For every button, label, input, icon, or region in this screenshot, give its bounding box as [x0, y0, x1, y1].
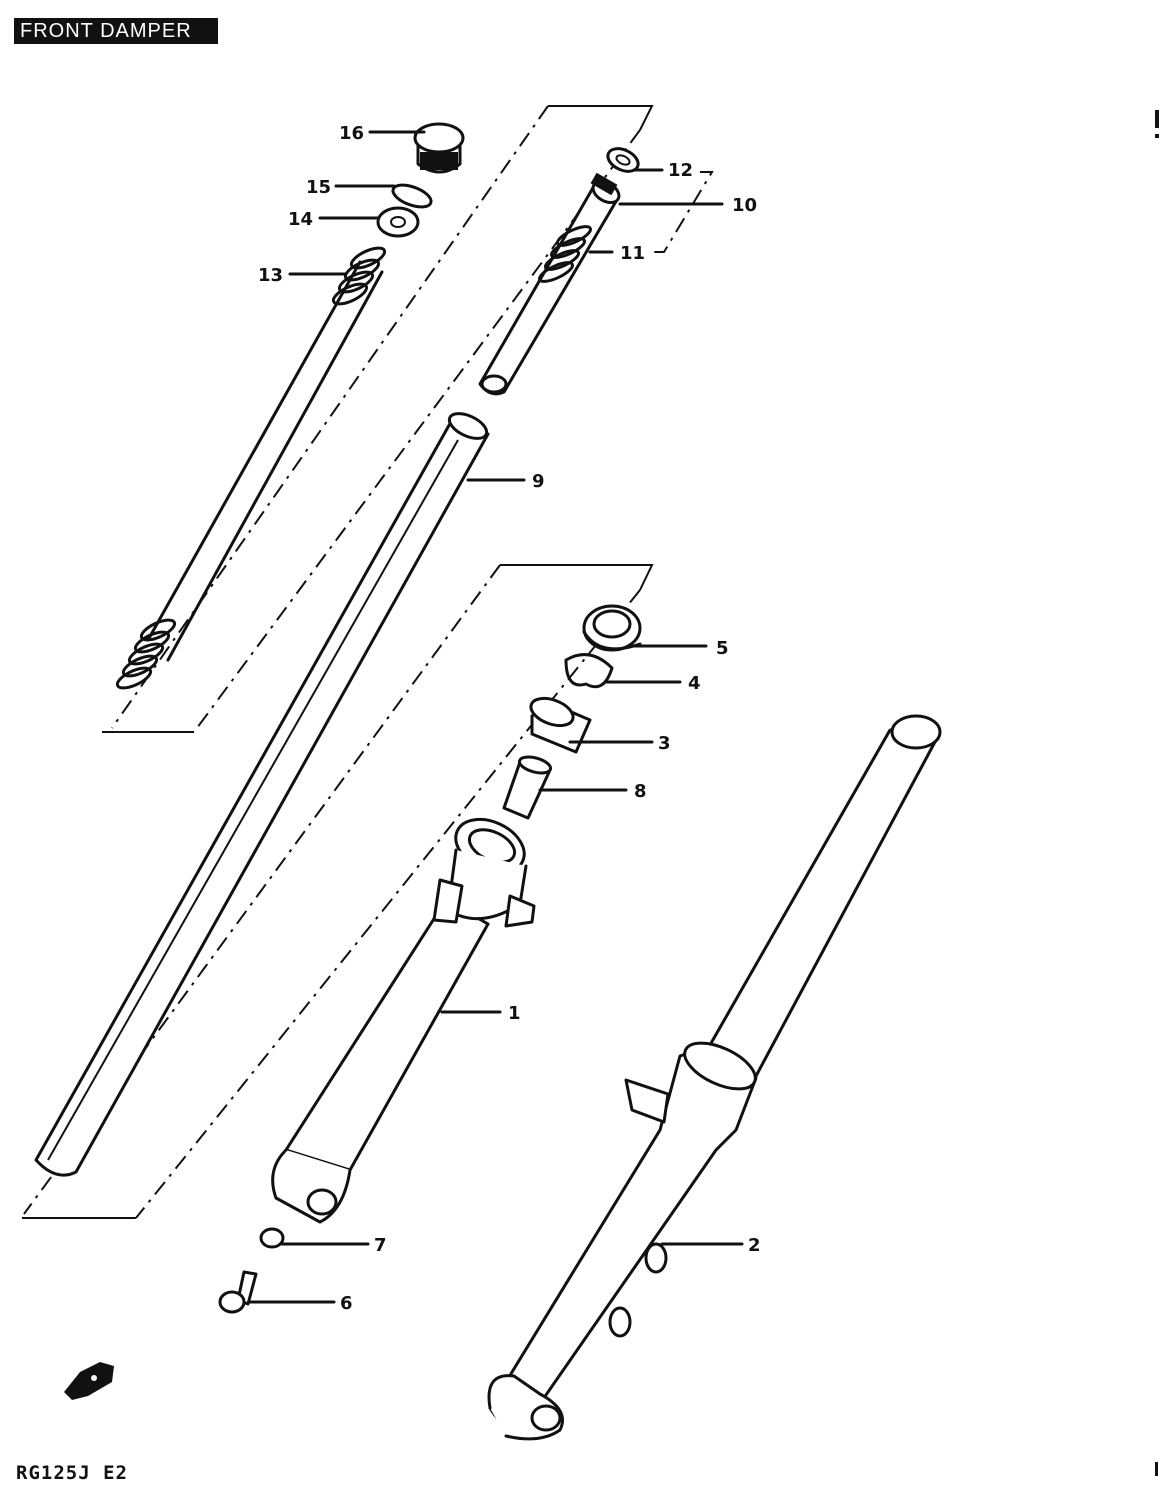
label-16: 16 [339, 123, 364, 144]
o-ring-15 [391, 183, 433, 209]
label-4: 4 [688, 673, 701, 694]
label-3: 3 [658, 733, 671, 754]
spacer-14 [376, 206, 420, 238]
label-13: 13 [258, 265, 283, 286]
label-9: 9 [532, 471, 545, 492]
diagram-title: FRONT DAMPER [14, 18, 218, 44]
label-15: 15 [306, 177, 331, 198]
damper-cylinder-10 [478, 172, 621, 396]
fork-spring-13 [115, 246, 387, 690]
label-14: 14 [288, 209, 313, 230]
leader-lines [248, 130, 744, 1304]
label-10: 10 [732, 195, 757, 216]
part-labels: 16 15 14 13 12 10 11 9 5 4 3 8 1 2 7 6 [258, 123, 761, 1314]
label-1: 1 [508, 1003, 521, 1024]
cap-bolt-16 [413, 122, 465, 174]
damper-subgroup-bracket [650, 171, 714, 253]
front-direction-arrow-icon [64, 1362, 114, 1400]
label-7: 7 [374, 1235, 387, 1256]
circlip-4 [564, 653, 614, 689]
outer-tube-2 [487, 714, 942, 1441]
label-6: 6 [340, 1293, 353, 1314]
gasket-7 [259, 1227, 285, 1249]
dust-seal-5 [582, 604, 642, 652]
label-2: 2 [748, 1235, 761, 1256]
label-5: 5 [716, 638, 729, 659]
label-8: 8 [634, 781, 647, 802]
oil-seal-3 [529, 696, 592, 754]
inner-tube-9 [34, 412, 490, 1177]
rebound-spring-11 [537, 225, 593, 283]
ring-12 [606, 147, 640, 173]
oil-lock-piece-8 [502, 755, 553, 820]
outer-tube-1 [271, 817, 536, 1224]
model-code: RG125J E2 [16, 1462, 128, 1484]
upper-group-bracket [102, 105, 654, 733]
label-11: 11 [620, 243, 645, 264]
bolt-6 [218, 1270, 258, 1314]
label-12: 12 [668, 160, 693, 181]
edge-marks [1155, 110, 1159, 1476]
